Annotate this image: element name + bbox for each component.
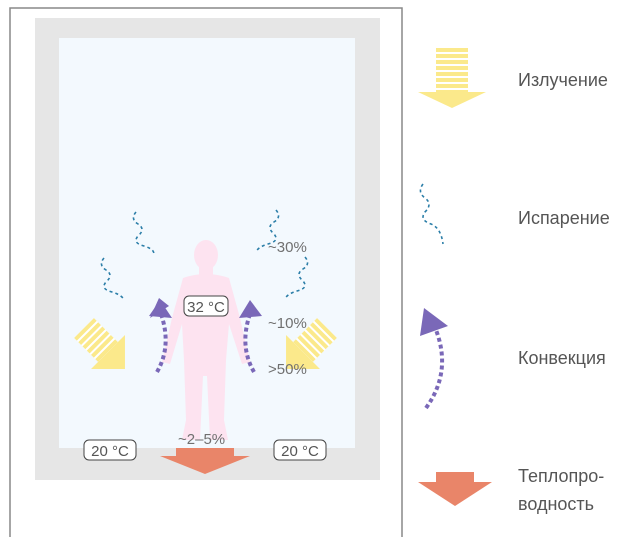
legend-convection-icon — [420, 308, 448, 410]
conduction-arrow — [160, 448, 250, 474]
legend-evaporation-label: Испарение — [518, 208, 610, 228]
legend-conduction-label-2: водность — [518, 494, 594, 514]
legend-convection-label: Конвекция — [518, 348, 606, 368]
legend-evaporation-icon — [419, 183, 444, 245]
floor-temp-left-box — [83, 439, 137, 461]
evaporation-percent: ~30% — [268, 239, 307, 256]
body-temp-box — [183, 295, 229, 317]
floor-temp-right-label: 20 °C — [281, 443, 319, 460]
room-frame — [9, 7, 403, 537]
convection-percent: ~10% — [268, 315, 307, 332]
convection-arrows — [149, 298, 262, 373]
body-temp-label: 32 °C — [187, 299, 225, 316]
evaporation-arrows — [100, 209, 309, 301]
legend-conduction-icon — [418, 472, 492, 506]
radiation-percent: >50% — [268, 361, 307, 378]
human-figure — [162, 240, 250, 440]
floor-temp-right-box — [273, 439, 327, 461]
floor-temp-left-label: 20 °C — [91, 443, 129, 460]
legend-radiation-icon — [418, 48, 486, 108]
legend-radiation-label: Излучение — [518, 70, 608, 90]
conduction-percent: ~2–5% — [178, 431, 225, 448]
radiation-arrow-left — [74, 318, 125, 369]
radiation-arrow-right — [286, 318, 337, 369]
legend-conduction-label-1: Теплопро- — [518, 466, 604, 486]
